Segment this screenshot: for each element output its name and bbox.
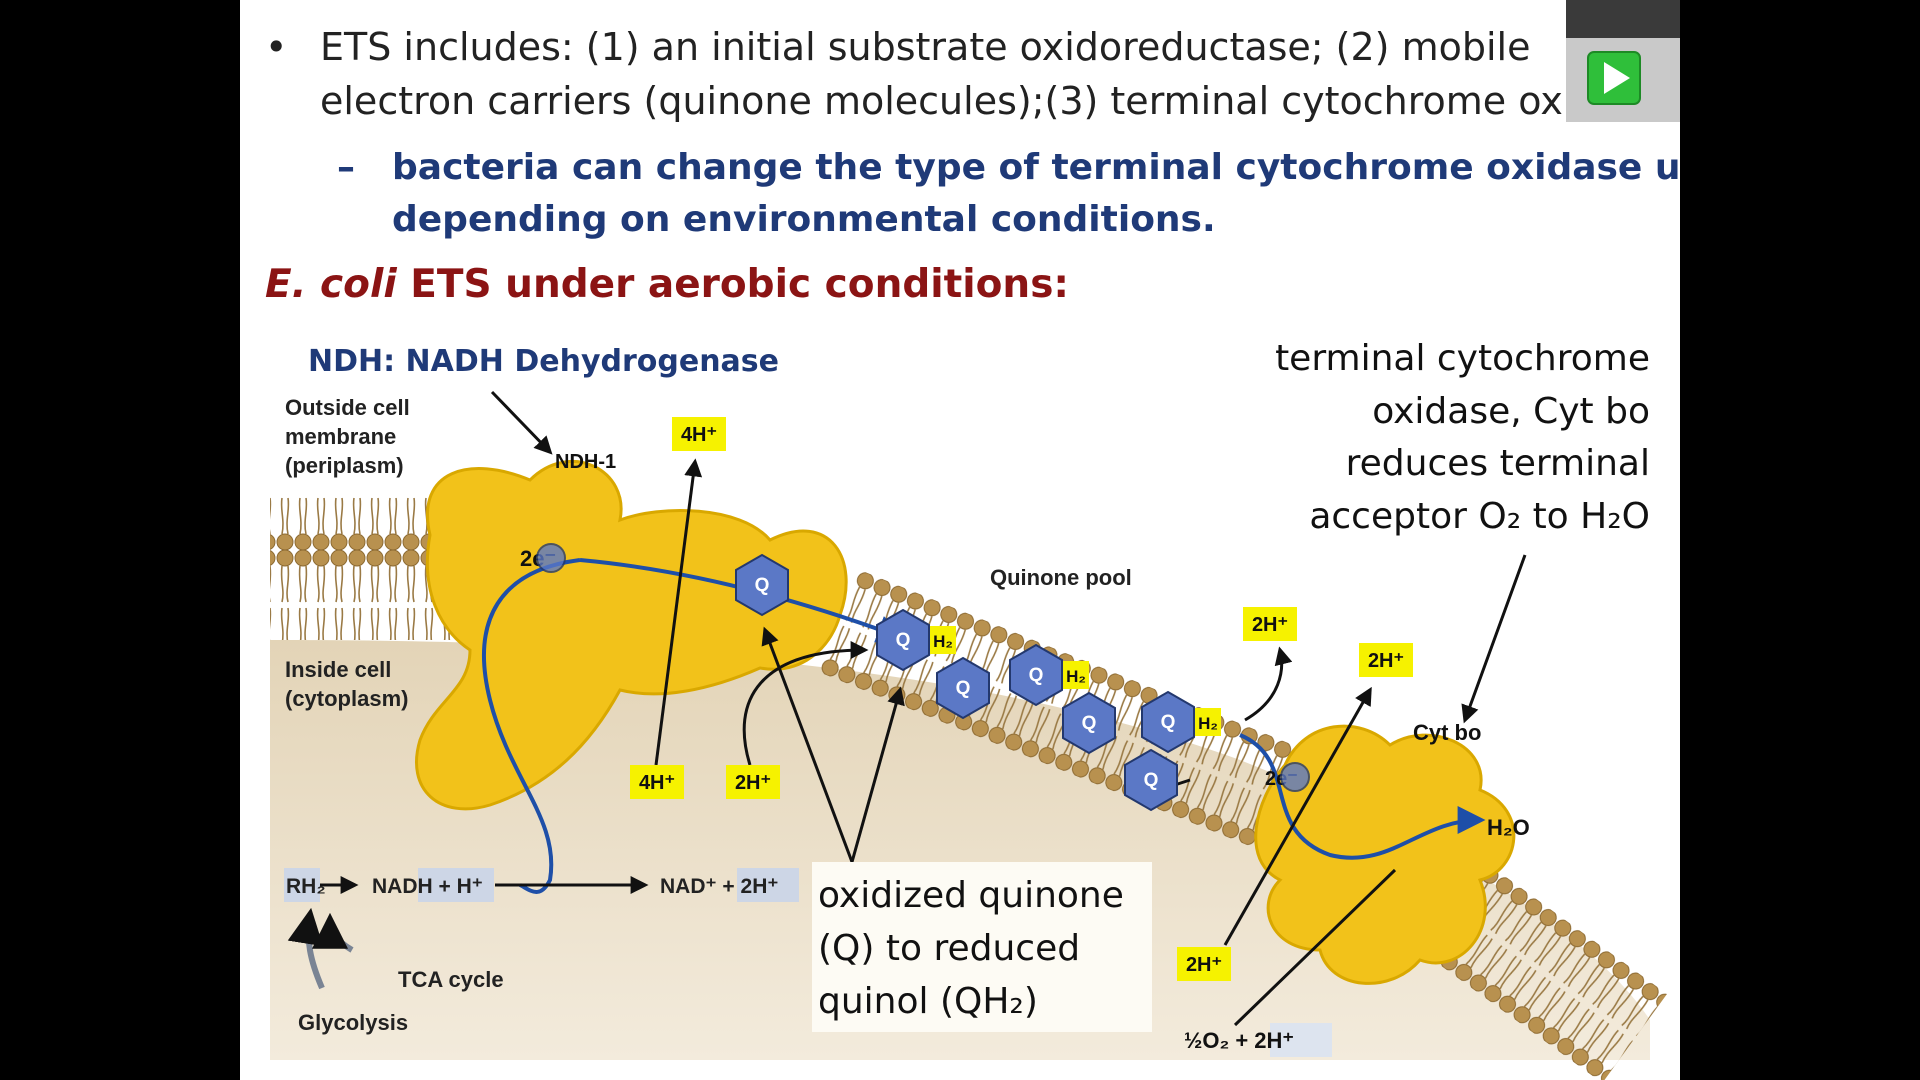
arrow-4h-out xyxy=(654,458,703,766)
terminal-note-2: oxidase, Cyt bo xyxy=(1372,391,1650,432)
play-icon xyxy=(1587,51,1641,105)
glycolysis-label: Glycolysis xyxy=(298,1010,408,1035)
electron-path-ndh xyxy=(482,558,581,894)
arrow-reduced-qh2 xyxy=(850,686,905,863)
inside-label-2: (cytoplasm) xyxy=(285,686,408,711)
ndh1-protein xyxy=(415,460,848,811)
h2-label: H₂ xyxy=(1198,714,1218,733)
proton-label: 4H⁺ xyxy=(639,772,675,794)
sub-bullet-marker: – xyxy=(337,147,355,188)
reaction-nadh: NADH + H⁺ xyxy=(372,875,483,898)
o2-label: ½O₂ + 2H⁺ xyxy=(1184,1023,1332,1057)
terminal-note-4: acceptor O₂ to H₂O xyxy=(1309,496,1650,537)
arrow-glycolysis xyxy=(287,907,325,990)
heading-italic: E. coli xyxy=(265,262,397,307)
bullet-line-2: electron carriers (quinone molecules);(3… xyxy=(320,79,1598,123)
arrow-o2 xyxy=(1233,868,1397,1027)
quinol-3: Q xyxy=(1141,690,1195,754)
oxidized-note-2: (Q) to reduced xyxy=(818,928,1080,969)
inside-label-1: Inside cell xyxy=(285,657,391,682)
proton-4h-out: 4H⁺ xyxy=(672,417,726,451)
bullet-marker: • xyxy=(265,25,288,69)
slide: • ETS includes: (1) an initial substrate… xyxy=(240,0,1680,1080)
reaction-rh2: RH₂ xyxy=(286,875,326,898)
arrow-2h-quinol xyxy=(1244,646,1293,722)
quinone-pool-1: Q xyxy=(936,656,990,720)
proton-label: 2H⁺ xyxy=(1368,650,1404,672)
outside-label-2: membrane xyxy=(285,424,396,449)
terminal-note-3: reduces terminal xyxy=(1346,443,1650,484)
tca-label: TCA cycle xyxy=(398,967,504,992)
proton-4h-in: 4H⁺ xyxy=(630,765,684,799)
oxidized-note-3: quinol (QH₂) xyxy=(818,981,1038,1022)
reaction-nad: NAD⁺ + 2H⁺ xyxy=(660,875,778,898)
media-play-button[interactable] xyxy=(1566,0,1680,122)
ets-diagram: Q Q Q Q Q Q Q H₂ H₂ H₂ xyxy=(270,338,1667,1080)
h2o-label: H₂O xyxy=(1487,815,1530,840)
arrow-2h-in xyxy=(742,641,869,766)
media-bar xyxy=(1566,0,1680,38)
cyt-bo-protein xyxy=(1254,724,1516,985)
quinol-2: Q xyxy=(1009,643,1063,707)
oxidized-note-box xyxy=(812,862,1152,1032)
arrow-oxidized-q xyxy=(761,626,854,863)
quinone-in-ndh: Q xyxy=(735,553,789,617)
quinone-label: Q xyxy=(1161,712,1176,733)
quinone-label: Q xyxy=(1144,770,1159,791)
arrow-ndh-label xyxy=(490,390,553,455)
cytoplasm-region-upper xyxy=(270,640,1650,1060)
proton-label: 2H⁺ xyxy=(735,772,771,794)
proton-label: 2H⁺ xyxy=(1252,614,1288,636)
h2-tag-2: H₂ xyxy=(1063,661,1089,689)
proton-2h-cytbo-in: 2H⁺ xyxy=(1177,947,1231,981)
arrow-cytbo-label xyxy=(1461,554,1527,724)
quinone-label: Q xyxy=(755,575,770,596)
ndh1-label: NDH-1 xyxy=(555,451,616,473)
proton-label: 4H⁺ xyxy=(681,424,717,446)
quinone-pool-label: Quinone pool xyxy=(990,565,1132,590)
cyt-bo-label: Cyt bo xyxy=(1413,720,1481,745)
arrow-2h-cytbo xyxy=(1223,686,1372,946)
outside-label-3: (periplasm) xyxy=(285,453,404,478)
terminal-note-1: terminal cytochrome xyxy=(1275,338,1650,379)
quinone-label: Q xyxy=(1029,665,1044,686)
quinone-label: Q xyxy=(956,678,971,699)
oxidized-note-1: oxidized quinone xyxy=(818,875,1124,916)
nad-highlight xyxy=(737,868,799,902)
h2-tag-1: H₂ xyxy=(930,626,956,654)
quinone-pool-3: Q xyxy=(1124,748,1178,812)
electron-cytbo: 2e⁻ xyxy=(1265,762,1310,792)
ndh-title: NDH: NADH Dehydrogenase xyxy=(308,344,779,379)
bullet-line-1: ETS includes: (1) an initial substrate o… xyxy=(320,25,1531,69)
quinol-1: Q xyxy=(876,608,930,672)
heading-rest: ETS under aerobic conditions: xyxy=(396,262,1069,307)
quinone-pool-2: Q xyxy=(1062,691,1116,755)
rh2-highlight xyxy=(284,868,320,902)
h2-label: H₂ xyxy=(1066,667,1086,686)
electron-path-cytbo xyxy=(1239,733,1486,860)
electron-ndh: 2e⁻ xyxy=(520,543,566,573)
sub-bullet-line-2: depending on environmental conditions. xyxy=(392,199,1216,240)
proton-2h-quinol: 2H⁺ xyxy=(1243,607,1297,641)
diagram-heading: E. coli ETS under aerobic conditions: xyxy=(265,262,1069,307)
arrow-tca xyxy=(312,912,354,953)
proton-2h-in: 2H⁺ xyxy=(726,765,780,799)
quinone-label: Q xyxy=(1082,713,1097,734)
outside-label-1: Outside cell xyxy=(285,395,410,420)
h2-tag-3: H₂ xyxy=(1195,708,1221,736)
proton-2h-cytbo-out: 2H⁺ xyxy=(1359,643,1413,677)
sub-bullet-line-1: bacteria can change the type of terminal… xyxy=(392,147,1680,188)
quinone-label: Q xyxy=(896,630,911,651)
nadh-highlight xyxy=(418,868,494,902)
o2-text: ½O₂ + 2H⁺ xyxy=(1184,1028,1294,1053)
h2-label: H₂ xyxy=(933,632,953,651)
proton-label: 2H⁺ xyxy=(1186,954,1222,976)
